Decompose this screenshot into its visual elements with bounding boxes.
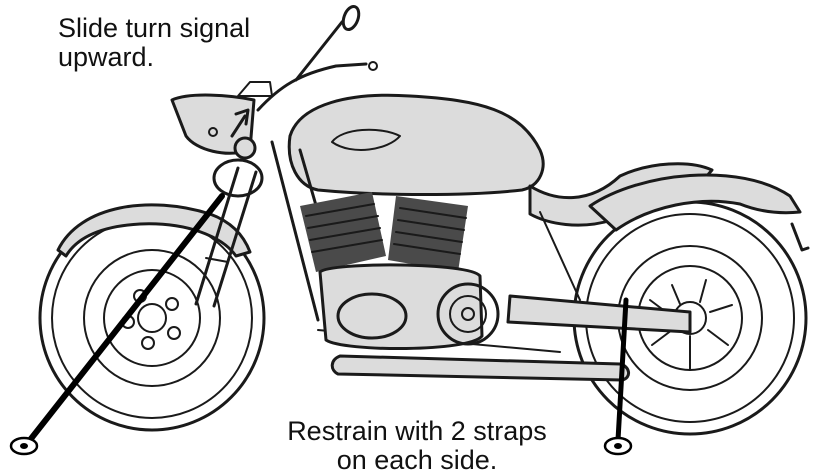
up-arrow-icon	[230, 108, 250, 138]
turn-signal	[212, 136, 264, 198]
straps-callout: Restrain with 2 straps on each side.	[287, 416, 547, 475]
rear-fender	[588, 173, 802, 232]
front-anchor-icon	[9, 436, 39, 456]
turn-signal-callout: Slide turn signal upward.	[58, 13, 251, 72]
rear-strap	[615, 297, 629, 443]
rear-anchor-icon	[603, 436, 633, 456]
front-strap	[27, 193, 225, 443]
handlebar	[237, 4, 378, 112]
engine	[300, 192, 500, 351]
front-fairing	[170, 93, 256, 155]
swingarm	[506, 294, 692, 334]
fuel-tank	[287, 93, 545, 196]
tank-badge	[331, 128, 401, 151]
front-fender	[56, 203, 252, 258]
exhaust	[330, 354, 630, 382]
tail-light	[790, 222, 810, 252]
